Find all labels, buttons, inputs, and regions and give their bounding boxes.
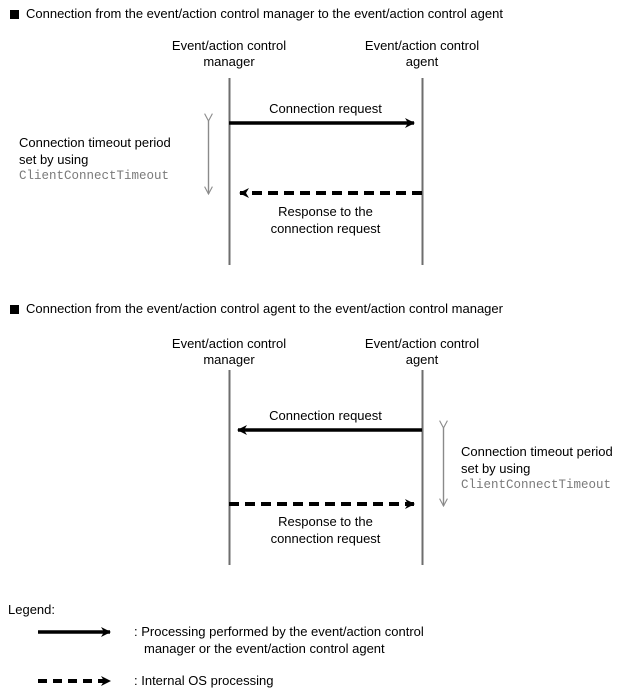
participant-header-manager-2: Event/action control manager	[149, 336, 309, 368]
legend-title: Legend:	[8, 602, 55, 617]
timeout-parameter-name: ClientConnectTimeout	[19, 169, 170, 183]
timeout-note-2: Connection timeout period set by using C…	[461, 443, 635, 494]
participant-header-agent-1: Event/action control agent	[342, 38, 502, 70]
message-label-text-line2: connection request	[270, 531, 381, 546]
section-2-heading: Connection from the event/action control…	[10, 301, 503, 317]
legend-entry-solid-line1: : Processing performed by the event/acti…	[134, 624, 424, 639]
participant-label-line2: agent	[405, 352, 439, 367]
participant-label-line2: manager	[203, 54, 255, 69]
section-2-heading-text: Connection from the event/action control…	[26, 301, 503, 316]
timeout-note-line2: set by using	[461, 461, 531, 476]
message-label-2-solid: Connection request	[229, 408, 422, 424]
section-1-heading: Connection from the event/action control…	[10, 6, 503, 22]
section-1-heading-text: Connection from the event/action control…	[26, 6, 503, 21]
participant-label-line2: agent	[405, 54, 439, 69]
message-label-text: Connection request	[269, 101, 382, 116]
message-label-text-line1: Response to the	[278, 514, 373, 529]
participant-header-agent-2: Event/action control agent	[342, 336, 502, 368]
legend-entry-dashed-line1: : Internal OS processing	[134, 673, 274, 688]
timeout-parameter-name: ClientConnectTimeout	[461, 478, 612, 492]
message-label-1-solid: Connection request	[229, 101, 422, 117]
bullet-square-icon	[10, 10, 19, 19]
legend-entry-dashed-text: : Internal OS processing	[134, 672, 464, 689]
message-label-1-dashed: Response to the connection request	[229, 203, 422, 237]
participant-label-line1: Event/action control	[171, 38, 287, 53]
message-label-text: Connection request	[269, 408, 382, 423]
timeout-note-line2: set by using	[19, 152, 89, 167]
message-label-text-line2: connection request	[270, 221, 381, 236]
bullet-square-icon	[10, 305, 19, 314]
participant-label-line1: Event/action control	[364, 336, 480, 351]
participant-header-manager-1: Event/action control manager	[149, 38, 309, 70]
participant-label-line2: manager	[203, 352, 255, 367]
legend-entry-solid-text: : Processing performed by the event/acti…	[134, 623, 464, 657]
message-label-text-line1: Response to the	[278, 204, 373, 219]
participant-label-line1: Event/action control	[364, 38, 480, 53]
timeout-note-line1: Connection timeout period	[461, 444, 613, 459]
message-label-2-dashed: Response to the connection request	[229, 513, 422, 547]
timeout-note-line1: Connection timeout period	[19, 135, 171, 150]
legend-entry-solid-line2: manager or the event/action control agen…	[144, 641, 385, 656]
timeout-note-1: Connection timeout period set by using C…	[19, 134, 201, 185]
participant-label-line1: Event/action control	[171, 336, 287, 351]
